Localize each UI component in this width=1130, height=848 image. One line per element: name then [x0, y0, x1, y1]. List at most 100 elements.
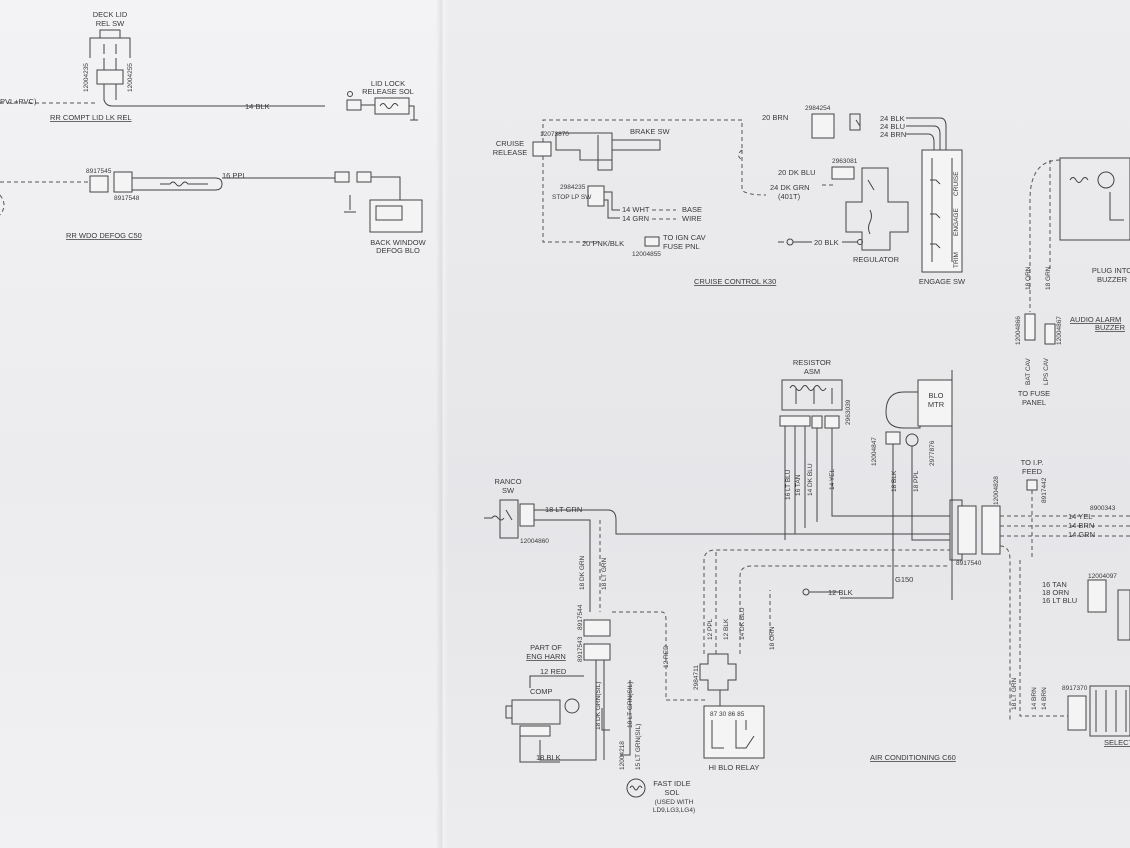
pn-8917548: 8917548	[114, 195, 140, 202]
buzzer-box	[1059, 157, 1130, 241]
ranco-switch-symbol	[484, 499, 519, 539]
relay-pin-nums: 87 30 86 85	[710, 711, 745, 718]
wire-16tan-r-label: 16 TAN	[1042, 580, 1067, 589]
used-with-label-2: LD9,LG3,LG4)	[653, 807, 695, 814]
wire-24blu-label: 24 BLU	[880, 122, 905, 131]
switch-engage: ENGAGE	[953, 208, 960, 236]
audio-alarm-title: AUDIO ALARM	[1070, 315, 1121, 324]
cruise-dashed-loop	[542, 119, 743, 243]
blo-mtr-label-2: MTR	[928, 400, 945, 409]
lps-cav-connector	[1044, 323, 1056, 345]
pn-12004860: 12004860	[520, 538, 549, 545]
regulator-connector	[831, 166, 855, 180]
resistor-asm-label-1: RESISTOR	[793, 358, 832, 367]
to-ign-label-1: TO IGN CAV	[663, 233, 706, 242]
resistor-asm-body	[781, 379, 843, 411]
brake-switch-stem	[597, 135, 613, 171]
ign-connector	[644, 236, 660, 247]
wire-18orn-r-label: 18 ORN	[1042, 588, 1069, 597]
wire-14grn-label: 14 GRN	[622, 214, 649, 223]
base-wire-label-1: BASE	[682, 205, 702, 214]
air-conditioning-circuit: RESISTOR ASM 2963039 16 LT BLU 16 TAN 14…	[484, 358, 1130, 814]
pn-12004097: 12004097	[1088, 573, 1117, 580]
wire-12red-v-label: 12 RED	[663, 645, 670, 668]
comp-connector	[519, 725, 551, 737]
wire-16ltblu-label: 16 LT BLU	[785, 469, 792, 500]
to-ip-feed-label-2: FEED	[1022, 467, 1043, 476]
pn-2984711: 2984711	[693, 665, 700, 690]
bulkhead-dashed-wires	[999, 490, 1130, 720]
pn-12004255: 12004255	[127, 63, 134, 92]
resistor-connector-b	[811, 415, 823, 429]
resistor-asm-label-2: ASM	[804, 367, 820, 376]
brake-sw-label: BRAKE SW	[630, 127, 671, 136]
wire-401t-label: (401T)	[778, 192, 801, 201]
rr-wdo-defog-circuit: 8917545 8917548 16 PPL RR WDO DEFOG C50 …	[0, 168, 427, 255]
pn-8917370: 8917370	[1062, 685, 1088, 692]
pn-12004828: 12004828	[993, 476, 1000, 505]
to-ip-feed-label-1: TO I.P.	[1021, 458, 1044, 467]
select-label: SELECT	[1104, 738, 1130, 747]
rr-compt-lid-circuit: DECK LID REL SW 12004235 12004255 PVL+PV…	[0, 10, 418, 122]
wire-16tan-label: 16 TAN	[795, 474, 802, 496]
wire-14dkblu-v-label: 14 DK BLU	[739, 607, 746, 640]
pn-8917544: 8917544	[577, 604, 584, 630]
pn-2963039: 2963039	[845, 399, 852, 425]
wire-18blk-label: 18 BLK	[891, 470, 898, 492]
pn-8917545: 8917545	[86, 168, 112, 175]
defog-resistor-lead	[132, 177, 223, 191]
wire-18orn-label: 18 ORN	[1025, 266, 1032, 290]
lid-lock-connector	[346, 99, 362, 111]
right-module-edge	[1117, 589, 1130, 641]
deck-lid-label-1: DECK LID	[93, 10, 128, 19]
cruise-release-connector	[532, 141, 552, 157]
lid-lock-label-2: RELEASE SOL	[362, 87, 414, 96]
comp-ground-wire	[519, 736, 560, 763]
right-connector-mid	[1087, 579, 1107, 613]
wire-14yel-label: 14 YEL	[829, 468, 836, 490]
splice-dot	[347, 91, 353, 97]
wire-18ltgrnsil-label: 18 LT GRN(SIL)	[627, 682, 634, 728]
wire-14dkblu-label: 14 DK BLU	[807, 463, 814, 496]
regulator-body	[845, 167, 909, 251]
stop-lp-wires	[604, 191, 620, 219]
buzzer-internals	[1069, 171, 1124, 221]
eng-wire-red	[529, 675, 584, 688]
regulator-ground	[857, 239, 863, 245]
blower-motor-housing	[885, 391, 921, 429]
fast-idle-coil	[629, 785, 643, 791]
wire-18grn-label: 18 GRN	[1045, 266, 1052, 290]
defog-motor	[375, 205, 403, 221]
bulkhead-block-a	[957, 505, 977, 555]
blower-connector-a	[885, 431, 901, 445]
regulator-label: REGULATOR	[853, 255, 900, 264]
back-window-label-1: BACK WINDOW	[370, 238, 426, 247]
eng-wires-down	[539, 660, 631, 761]
pn-8917540: 8917540	[956, 560, 982, 567]
plug-into-label-1: PLUG INTO	[1092, 266, 1130, 275]
ranco-label-2: SW	[502, 486, 515, 495]
resistor-connector-a	[779, 415, 811, 427]
ranco-wires	[534, 509, 950, 612]
wire-18orn-v-label: 18 ORN	[769, 626, 776, 650]
switch-cruise: CRUISE	[953, 171, 960, 196]
blower-motor-body	[917, 379, 953, 427]
eng-connector-b	[583, 643, 611, 661]
resistor-connector-c	[824, 415, 840, 429]
lps-cav-label: LPS CAV	[1043, 357, 1050, 385]
pn-2984254: 2984254	[805, 105, 831, 112]
bat-cav-connector	[1024, 313, 1036, 341]
air-conditioning-title: AIR CONDITIONING C60	[870, 753, 956, 762]
pn-12004866: 12004866	[1015, 316, 1022, 345]
bat-cav-label: BAT CAV	[1025, 358, 1032, 385]
solenoid-coil	[379, 103, 418, 121]
wire-12blk-label: 12 BLK	[828, 588, 853, 597]
hi-blo-relay-internals	[711, 720, 755, 749]
to-fuse-label-1: TO FUSE	[1018, 389, 1050, 398]
hi-blo-relay-label: HI BLO RELAY	[709, 763, 760, 772]
wire-20pnk-label: 20 PNK/BLK	[582, 239, 624, 248]
bulkhead-connector	[949, 499, 963, 561]
wire-14grn-r-label: 14 GRN	[1068, 530, 1095, 539]
wire-20blk-label: 20 BLK	[814, 238, 839, 247]
buzzer-title: BUZZER	[1095, 323, 1126, 332]
